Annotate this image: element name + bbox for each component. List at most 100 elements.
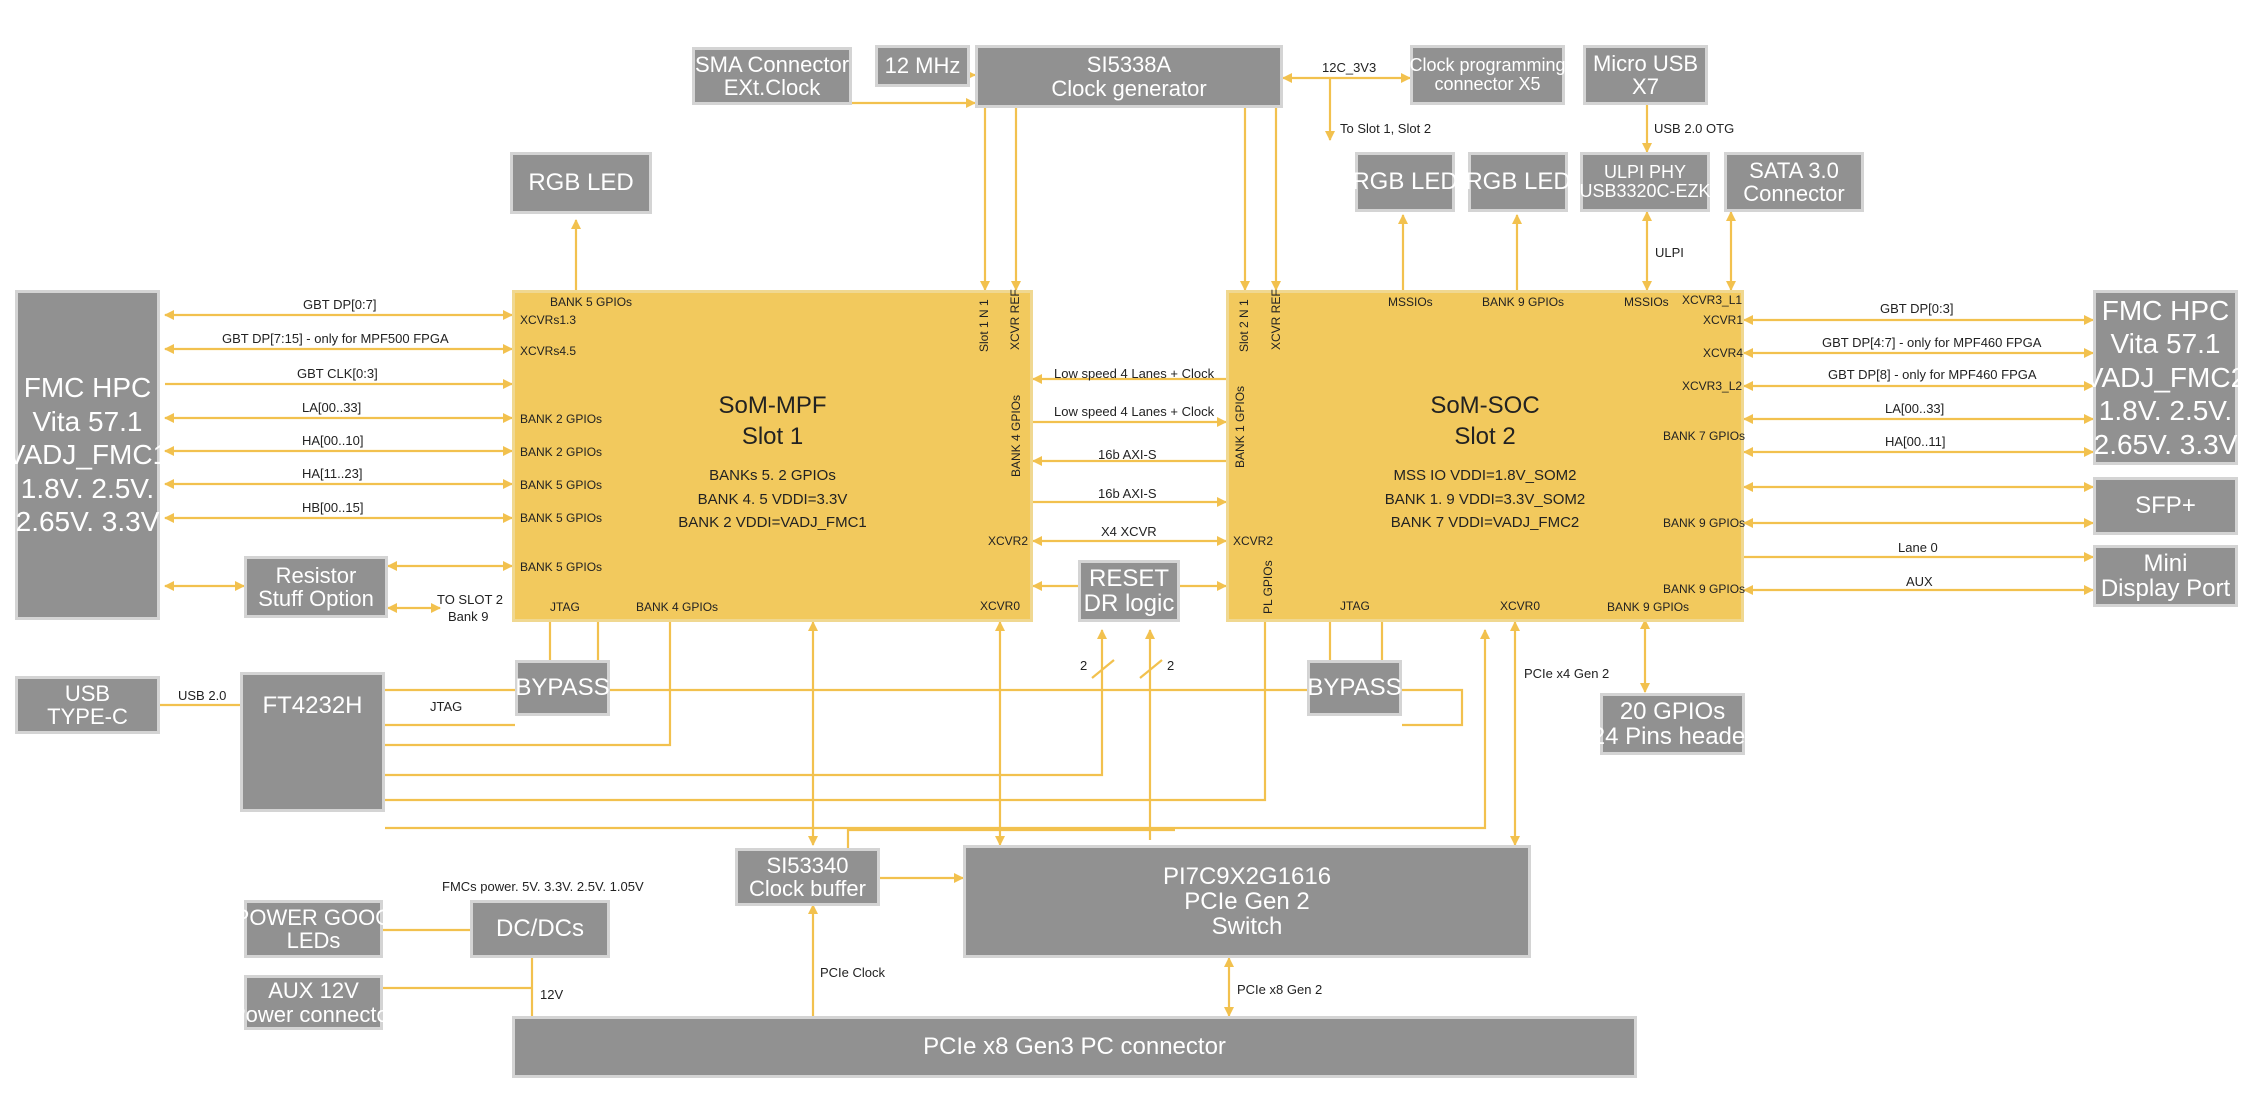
fmc1-line2: Vita 57.1 xyxy=(32,405,143,437)
som-soc-pin-b1: JTAG xyxy=(1340,599,1370,613)
label-hb-0-15: HB[00..15] xyxy=(302,500,364,515)
clkprog-line1: Clock programming xyxy=(1409,55,1566,76)
ulpi-line1: ULPI PHY xyxy=(1603,162,1687,183)
si5338-line1: SI5338A xyxy=(1086,52,1172,78)
label-gbt-dp-8: GBT DP[8] - only for MPF460 FPGA xyxy=(1828,367,2037,382)
som-soc-pin-b3: BANK 9 GPIOs xyxy=(1607,600,1690,614)
label-gbt-dp-4-7: GBT DP[4:7] - only for MPF460 FPGA xyxy=(1822,335,2042,350)
som-soc-center: SoM-SOC Slot 2 MSS IO VDDI=1.8V_SOM2 BAN… xyxy=(1226,390,1744,534)
som-mpf-spec-3: BANK 2 VDDI=VADJ_FMC1 xyxy=(678,513,867,531)
pi7c-line1: PI7C9X2G1616 xyxy=(1162,862,1332,890)
fmc2-line3: VADJ_FMC2 xyxy=(2084,361,2247,393)
reset-line1: RESET xyxy=(1088,564,1169,592)
label-ha-11-23: HA[11..23] xyxy=(302,466,363,481)
si53340-line1: SI53340 xyxy=(766,852,849,878)
si53340-box: SI53340 Clock buffer xyxy=(735,848,880,906)
label-12v: 12V xyxy=(540,987,564,1002)
rgb-led-2-box: RGB LED xyxy=(1352,152,1458,212)
som-soc-title: SoM-SOC xyxy=(1430,392,1540,419)
som-soc-spec-3: BANK 7 VDDI=VADJ_FMC2 xyxy=(1390,513,1580,531)
sfp-box: SFP+ xyxy=(2093,477,2238,535)
som-soc-pin-r5: BANK 9 GPIOs xyxy=(1663,516,1746,530)
label-axi-2: 16b AXI-S xyxy=(1098,486,1157,501)
som-soc-spec-2: BANK 1. 9 VDDI=3.3V_SOM2 xyxy=(1384,490,1586,508)
bypass-1-label: BYPASS xyxy=(515,674,610,702)
label-two-b: 2 xyxy=(1167,658,1175,673)
som-soc-pin-l1: XCVR2 xyxy=(1233,534,1274,548)
som-mpf-spec-1: BANKs 5. 2 GPIOs xyxy=(709,467,836,485)
label-ha-0-11: HA[00..11] xyxy=(1885,434,1946,449)
som-mpf-pin-top: BANK 5 GPIOs xyxy=(550,295,633,309)
rgb-led-1-box: RGB LED xyxy=(510,152,652,214)
ft4232h-box: FT4232H xyxy=(240,672,385,812)
rgb-led-1-label: RGB LED xyxy=(528,169,634,197)
label-aux: AUX xyxy=(1906,574,1933,589)
label-jtag: JTAG xyxy=(430,699,463,714)
resistor-line1: Resistor xyxy=(275,562,357,588)
reset-line2: DR logic xyxy=(1083,590,1175,617)
si53340-line2: Clock buffer xyxy=(749,876,866,901)
som-soc-box xyxy=(1226,290,1744,622)
fmc1-line3: VADJ_FMC1 xyxy=(6,439,169,471)
aux-12v-box: AUX 12V Power connector xyxy=(231,975,396,1030)
som-soc-pin-t2: BANK 9 GPIOs xyxy=(1482,295,1565,309)
som-mpf-center: SoM-MPF Slot 1 BANKs 5. 2 GPIOs BANK 4. … xyxy=(512,390,1033,534)
minidp-line2: Display Port xyxy=(2100,575,2231,602)
osc-12mhz-box: 12 MHz xyxy=(875,45,970,87)
som-mpf-pin-b1: JTAG xyxy=(550,600,580,614)
bypass-2-label: BYPASS xyxy=(1307,674,1402,702)
fmc1-box: FMC HPC Vita 57.1 VADJ_FMC1 1.8V. 2.5V. … xyxy=(7,290,168,620)
label-gbt-dp-7-15: GBT DP[7:15] - only for MPF500 FPGA xyxy=(222,331,449,346)
powergood-line1: POWER GOOO xyxy=(234,904,393,930)
mini-displayport-box: Mini Display Port xyxy=(2093,545,2238,607)
label-usb-otg: USB 2.0 OTG xyxy=(1654,121,1735,136)
som-mpf-pin-r1: XCVR2 xyxy=(988,534,1029,548)
som-mpf-pin-l3: BANK 2 GPIOs xyxy=(520,412,603,426)
label-ulpi: ULPI xyxy=(1655,245,1684,260)
minidp-line1: Mini xyxy=(2143,549,2188,577)
som-soc-pin-v4: PL GPIOs xyxy=(1261,560,1275,614)
gpio-line1: 20 GPIOs xyxy=(1619,697,1726,725)
som-mpf-spec-2: BANK 4. 5 VDDI=3.3V xyxy=(697,490,848,508)
label-gbt-dp-0-3: GBT DP[0:3] xyxy=(1880,301,1954,316)
som-soc-pin-r4: BANK 7 GPIOs xyxy=(1663,429,1746,443)
reset-logic-box: RESET DR logic xyxy=(1078,560,1180,622)
usbc-line1: USB xyxy=(64,680,111,706)
som-mpf-pin-r2: XCVR0 xyxy=(980,599,1021,613)
label-lowspeed-1: Low speed 4 Lanes + Clock xyxy=(1054,366,1215,381)
label-lane0: Lane 0 xyxy=(1898,540,1938,555)
fmc2-line2: Vita 57.1 xyxy=(2110,328,2221,360)
label-two-a: 2 xyxy=(1080,658,1088,673)
label-usb20: USB 2.0 xyxy=(178,688,227,703)
rgb-led-2-label: RGB LED xyxy=(1352,168,1458,196)
fmc2-line4: 1.8V. 2.5V. xyxy=(2098,395,2233,427)
fmc2-line5: 2.65V. 3.3V xyxy=(2093,428,2238,460)
som-mpf-pin-l2: XCVRs4.5 xyxy=(520,344,577,358)
som-soc-pin-t3: MSSIOs xyxy=(1624,295,1669,309)
fmc2-line1: FMC HPC xyxy=(2101,294,2230,326)
usb-typec-box: USB TYPE-C xyxy=(15,676,160,734)
som-mpf-pin-l4: BANK 2 GPIOs xyxy=(520,445,603,459)
label-la-l: LA[00..33] xyxy=(302,400,362,415)
clkprog-line2: connector X5 xyxy=(1434,74,1541,94)
pcie-pc-connector-box: PCIe x8 Gen3 PC connector xyxy=(512,1016,1637,1078)
si5338-box: SI5338A Clock generator xyxy=(975,45,1283,108)
label-la-r: LA[00..33] xyxy=(1885,401,1945,416)
resistor-stuff-box: Resistor Stuff Option xyxy=(244,556,388,618)
microusb-line1: Micro USB xyxy=(1592,50,1699,76)
label-pcie-clock: PCIe Clock xyxy=(820,965,886,980)
som-mpf-pin-l1: XCVRs1.3 xyxy=(520,313,577,327)
aux12-line1: AUX 12V xyxy=(268,978,359,1004)
som-mpf-pin-l7: BANK 5 GPIOs xyxy=(520,560,603,574)
label-pcie-x8: PCIe x8 Gen 2 xyxy=(1237,982,1323,997)
ulpi-line2: USB3320C-EZK xyxy=(1579,181,1711,201)
sata-line2: Connector xyxy=(1743,181,1845,206)
dcdc-box: DC/DCs xyxy=(470,900,610,958)
gpio-header-box: 20 GPIOs 24 Pins header xyxy=(1592,693,1753,755)
fmc1-line4: 1.8V. 2.5V. xyxy=(20,472,155,504)
som-soc-pin-r3: XCVR3_L2 xyxy=(1682,379,1743,393)
sata-line1: SATA 3.0 xyxy=(1749,157,1839,183)
fmc1-line1: FMC HPC xyxy=(23,372,152,404)
bypass-2-box: BYPASS xyxy=(1307,660,1402,716)
